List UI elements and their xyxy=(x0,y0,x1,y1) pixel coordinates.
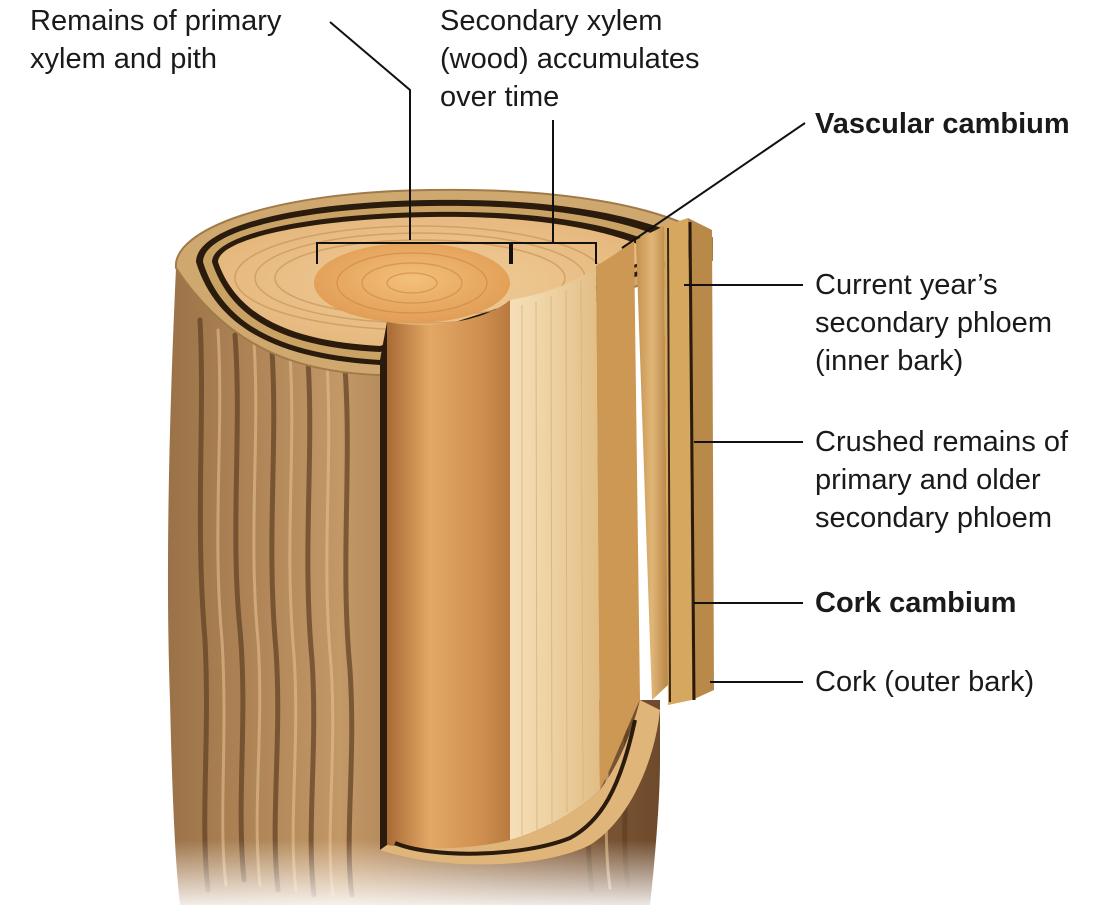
primary-xylem-pith-disc xyxy=(314,243,510,323)
sapwood-face xyxy=(510,266,600,840)
label-secondary-xylem-line3: over time xyxy=(440,78,700,116)
phloem-strip xyxy=(636,226,668,700)
label-primary-xylem-pith-line2: xylem and pith xyxy=(30,40,281,78)
label-primary-xylem-pith-line1: Remains of primary xyxy=(30,2,281,40)
label-secondary-xylem-line2: (wood) accumulates xyxy=(440,40,700,78)
label-cork: Cork (outer bark) xyxy=(815,663,1034,701)
heartwood-cylinder xyxy=(387,300,510,848)
label-primary-xylem-pith: Remains of primary xylem and pith xyxy=(30,2,281,78)
label-cork-cambium: Cork cambium xyxy=(815,584,1016,622)
label-current-phloem-line2: secondary phloem xyxy=(815,304,1052,342)
label-crushed-phloem-line3: secondary phloem xyxy=(815,499,1068,537)
label-current-phloem-line1: Current year’s xyxy=(815,266,1052,304)
secondary-xylem-face xyxy=(596,240,640,790)
label-crushed-phloem-line2: primary and older xyxy=(815,461,1068,499)
label-crushed-phloem-line1: Crushed remains of xyxy=(815,423,1068,461)
left-cut-wall xyxy=(380,322,387,850)
label-crushed-phloem: Crushed remains of primary and older sec… xyxy=(815,423,1068,537)
label-secondary-xylem-line1: Secondary xylem xyxy=(440,2,700,40)
label-current-phloem-line3: (inner bark) xyxy=(815,342,1052,380)
label-secondary-xylem: Secondary xylem (wood) accumulates over … xyxy=(440,2,700,116)
label-current-phloem: Current year’s secondary phloem (inner b… xyxy=(815,266,1052,380)
label-vascular-cambium: Vascular cambium xyxy=(815,105,1070,143)
